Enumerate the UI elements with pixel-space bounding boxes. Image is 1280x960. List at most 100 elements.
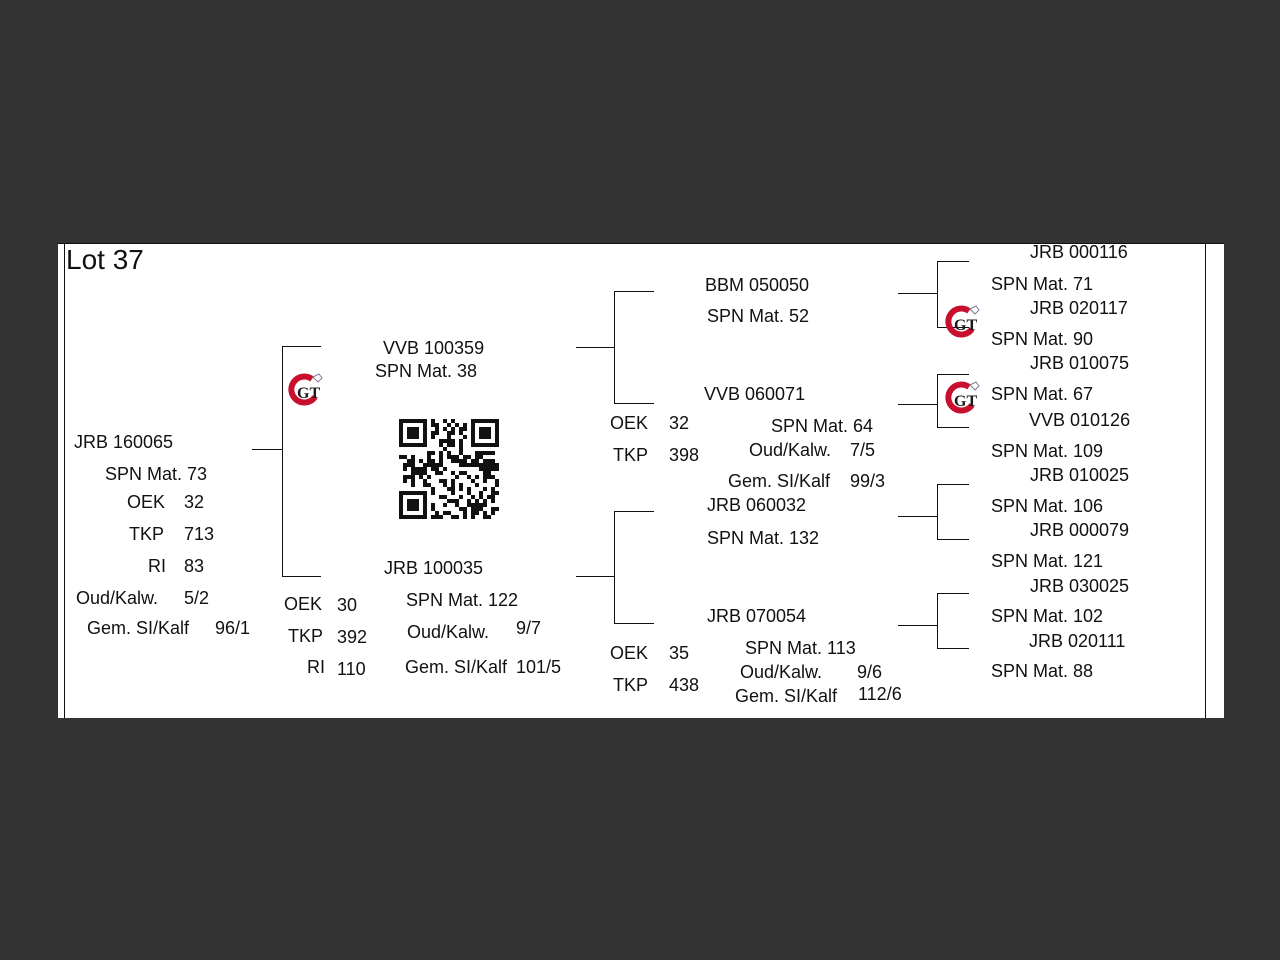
animal-spn: SPN Mat. 73 <box>105 464 208 484</box>
qr-code-icon <box>399 419 499 519</box>
connector <box>614 291 615 403</box>
gt-logo-icon: GT <box>945 379 983 417</box>
gg-4-spn: SPN Mat. 109 <box>991 441 1104 461</box>
connector <box>282 576 321 577</box>
gg-6-spn: SPN Mat. 121 <box>991 551 1104 571</box>
dam-oud-value: 9/7 <box>516 618 542 638</box>
dam-oek-label: OEK <box>284 594 323 614</box>
gg-7-id: JRB 030025 <box>1030 576 1130 596</box>
sd-spn: SPN Mat. 64 <box>771 416 874 436</box>
sire-id: VVB 100359 <box>383 338 485 358</box>
gg-8-spn: SPN Mat. 88 <box>991 661 1094 681</box>
animal-gem-label: Gem. SI/Kalf <box>87 618 190 638</box>
animal-tkp-label: TKP <box>129 524 165 544</box>
dd-oud-label: Oud/Kalw. <box>740 662 823 682</box>
ss-spn: SPN Mat. 52 <box>707 306 810 326</box>
dam-spn: SPN Mat. 122 <box>406 590 519 610</box>
gg-6-id: JRB 000079 <box>1030 520 1130 540</box>
dam-ri-value: 110 <box>337 659 366 679</box>
connector <box>614 623 654 624</box>
dam-gem-value: 101/5 <box>516 657 562 677</box>
gg-7-spn: SPN Mat. 102 <box>991 606 1104 626</box>
gg-1-id: JRB 000116 <box>1030 242 1128 262</box>
connector <box>252 449 283 450</box>
animal-oek-label: OEK <box>127 492 166 512</box>
sd-oek-label: OEK <box>610 413 649 433</box>
connector <box>937 593 938 648</box>
dam-oud-label: Oud/Kalw. <box>407 622 490 642</box>
sd-tkp-label: TKP <box>613 445 649 465</box>
connector <box>282 346 321 347</box>
connector <box>614 511 654 512</box>
dd-gem-label: Gem. SI/Kalf <box>735 686 838 706</box>
gg-5-id: JRB 010025 <box>1030 465 1130 485</box>
dam-tkp-value: 392 <box>337 627 368 647</box>
connector <box>937 593 969 594</box>
gg-2-spn: SPN Mat. 90 <box>991 329 1094 349</box>
lot-title: Lot 37 <box>66 244 144 275</box>
connector <box>937 427 969 428</box>
connector <box>898 516 938 517</box>
connector <box>937 484 938 539</box>
gt-logo-icon: GT <box>945 303 983 341</box>
sire-spn: SPN Mat. 38 <box>375 361 478 381</box>
connector <box>937 484 969 485</box>
dd-gem-value: 112/6 <box>858 684 902 704</box>
gg-3-spn: SPN Mat. 67 <box>991 384 1094 404</box>
sd-tkp-value: 398 <box>669 445 700 465</box>
gg-3-id: JRB 010075 <box>1030 353 1130 373</box>
connector <box>937 261 938 327</box>
connector <box>937 374 938 427</box>
animal-gem-value: 96/1 <box>215 618 251 638</box>
svg-text:GT: GT <box>297 385 320 402</box>
dd-tkp-label: TKP <box>613 675 649 695</box>
connector <box>614 291 654 292</box>
connector <box>898 293 938 294</box>
connector <box>937 539 969 540</box>
dam-id: JRB 100035 <box>384 558 484 578</box>
top-border <box>58 243 1224 244</box>
animal-id: JRB 160065 <box>74 432 174 452</box>
animal-oud-label: Oud/Kalw. <box>76 588 159 608</box>
ds-spn: SPN Mat. 132 <box>707 528 820 548</box>
gg-8-id: JRB 020111 <box>1029 631 1126 651</box>
connector <box>282 346 283 576</box>
connector <box>614 403 654 404</box>
connector <box>576 347 615 348</box>
gg-2-id: JRB 020117 <box>1030 298 1128 318</box>
right-border <box>1205 243 1206 718</box>
dam-gem-label: Gem. SI/Kalf <box>405 657 508 677</box>
connector <box>576 576 615 577</box>
sd-gem-value: 99/3 <box>850 471 886 491</box>
sd-id: VVB 060071 <box>704 384 806 404</box>
gt-logo-icon: GT <box>288 371 326 409</box>
connector <box>898 625 938 626</box>
svg-text:GT: GT <box>954 393 977 410</box>
dd-oud-value: 9/6 <box>857 662 883 682</box>
sd-oud-label: Oud/Kalw. <box>749 440 832 460</box>
connector <box>937 261 969 262</box>
pedigree-sheet: Lot 37 JRB 160065 SPN Mat. 73 OEK 32 TKP… <box>58 242 1224 718</box>
animal-ri-label: RI <box>148 556 166 576</box>
animal-tkp-value: 713 <box>184 524 215 544</box>
animal-ri-value: 83 <box>184 556 205 576</box>
sd-oud-value: 7/5 <box>850 440 876 460</box>
ss-id: BBM 050050 <box>705 275 810 295</box>
connector <box>937 648 969 649</box>
dam-oek-value: 30 <box>337 595 358 615</box>
dam-ri-label: RI <box>307 657 325 677</box>
dd-oek-label: OEK <box>610 643 649 663</box>
connector <box>937 374 969 375</box>
connector <box>614 511 615 623</box>
dd-oek-value: 35 <box>669 643 690 663</box>
animal-oud-value: 5/2 <box>184 588 210 608</box>
dd-id: JRB 070054 <box>707 606 807 626</box>
dd-tkp-value: 438 <box>669 675 700 695</box>
left-border <box>64 243 65 718</box>
gg-4-id: VVB 010126 <box>1029 410 1131 430</box>
sd-oek-value: 32 <box>669 413 690 433</box>
dd-spn: SPN Mat. 113 <box>745 638 856 658</box>
gg-5-spn: SPN Mat. 106 <box>991 496 1104 516</box>
sd-gem-label: Gem. SI/Kalf <box>728 471 831 491</box>
ds-id: JRB 060032 <box>707 495 807 515</box>
